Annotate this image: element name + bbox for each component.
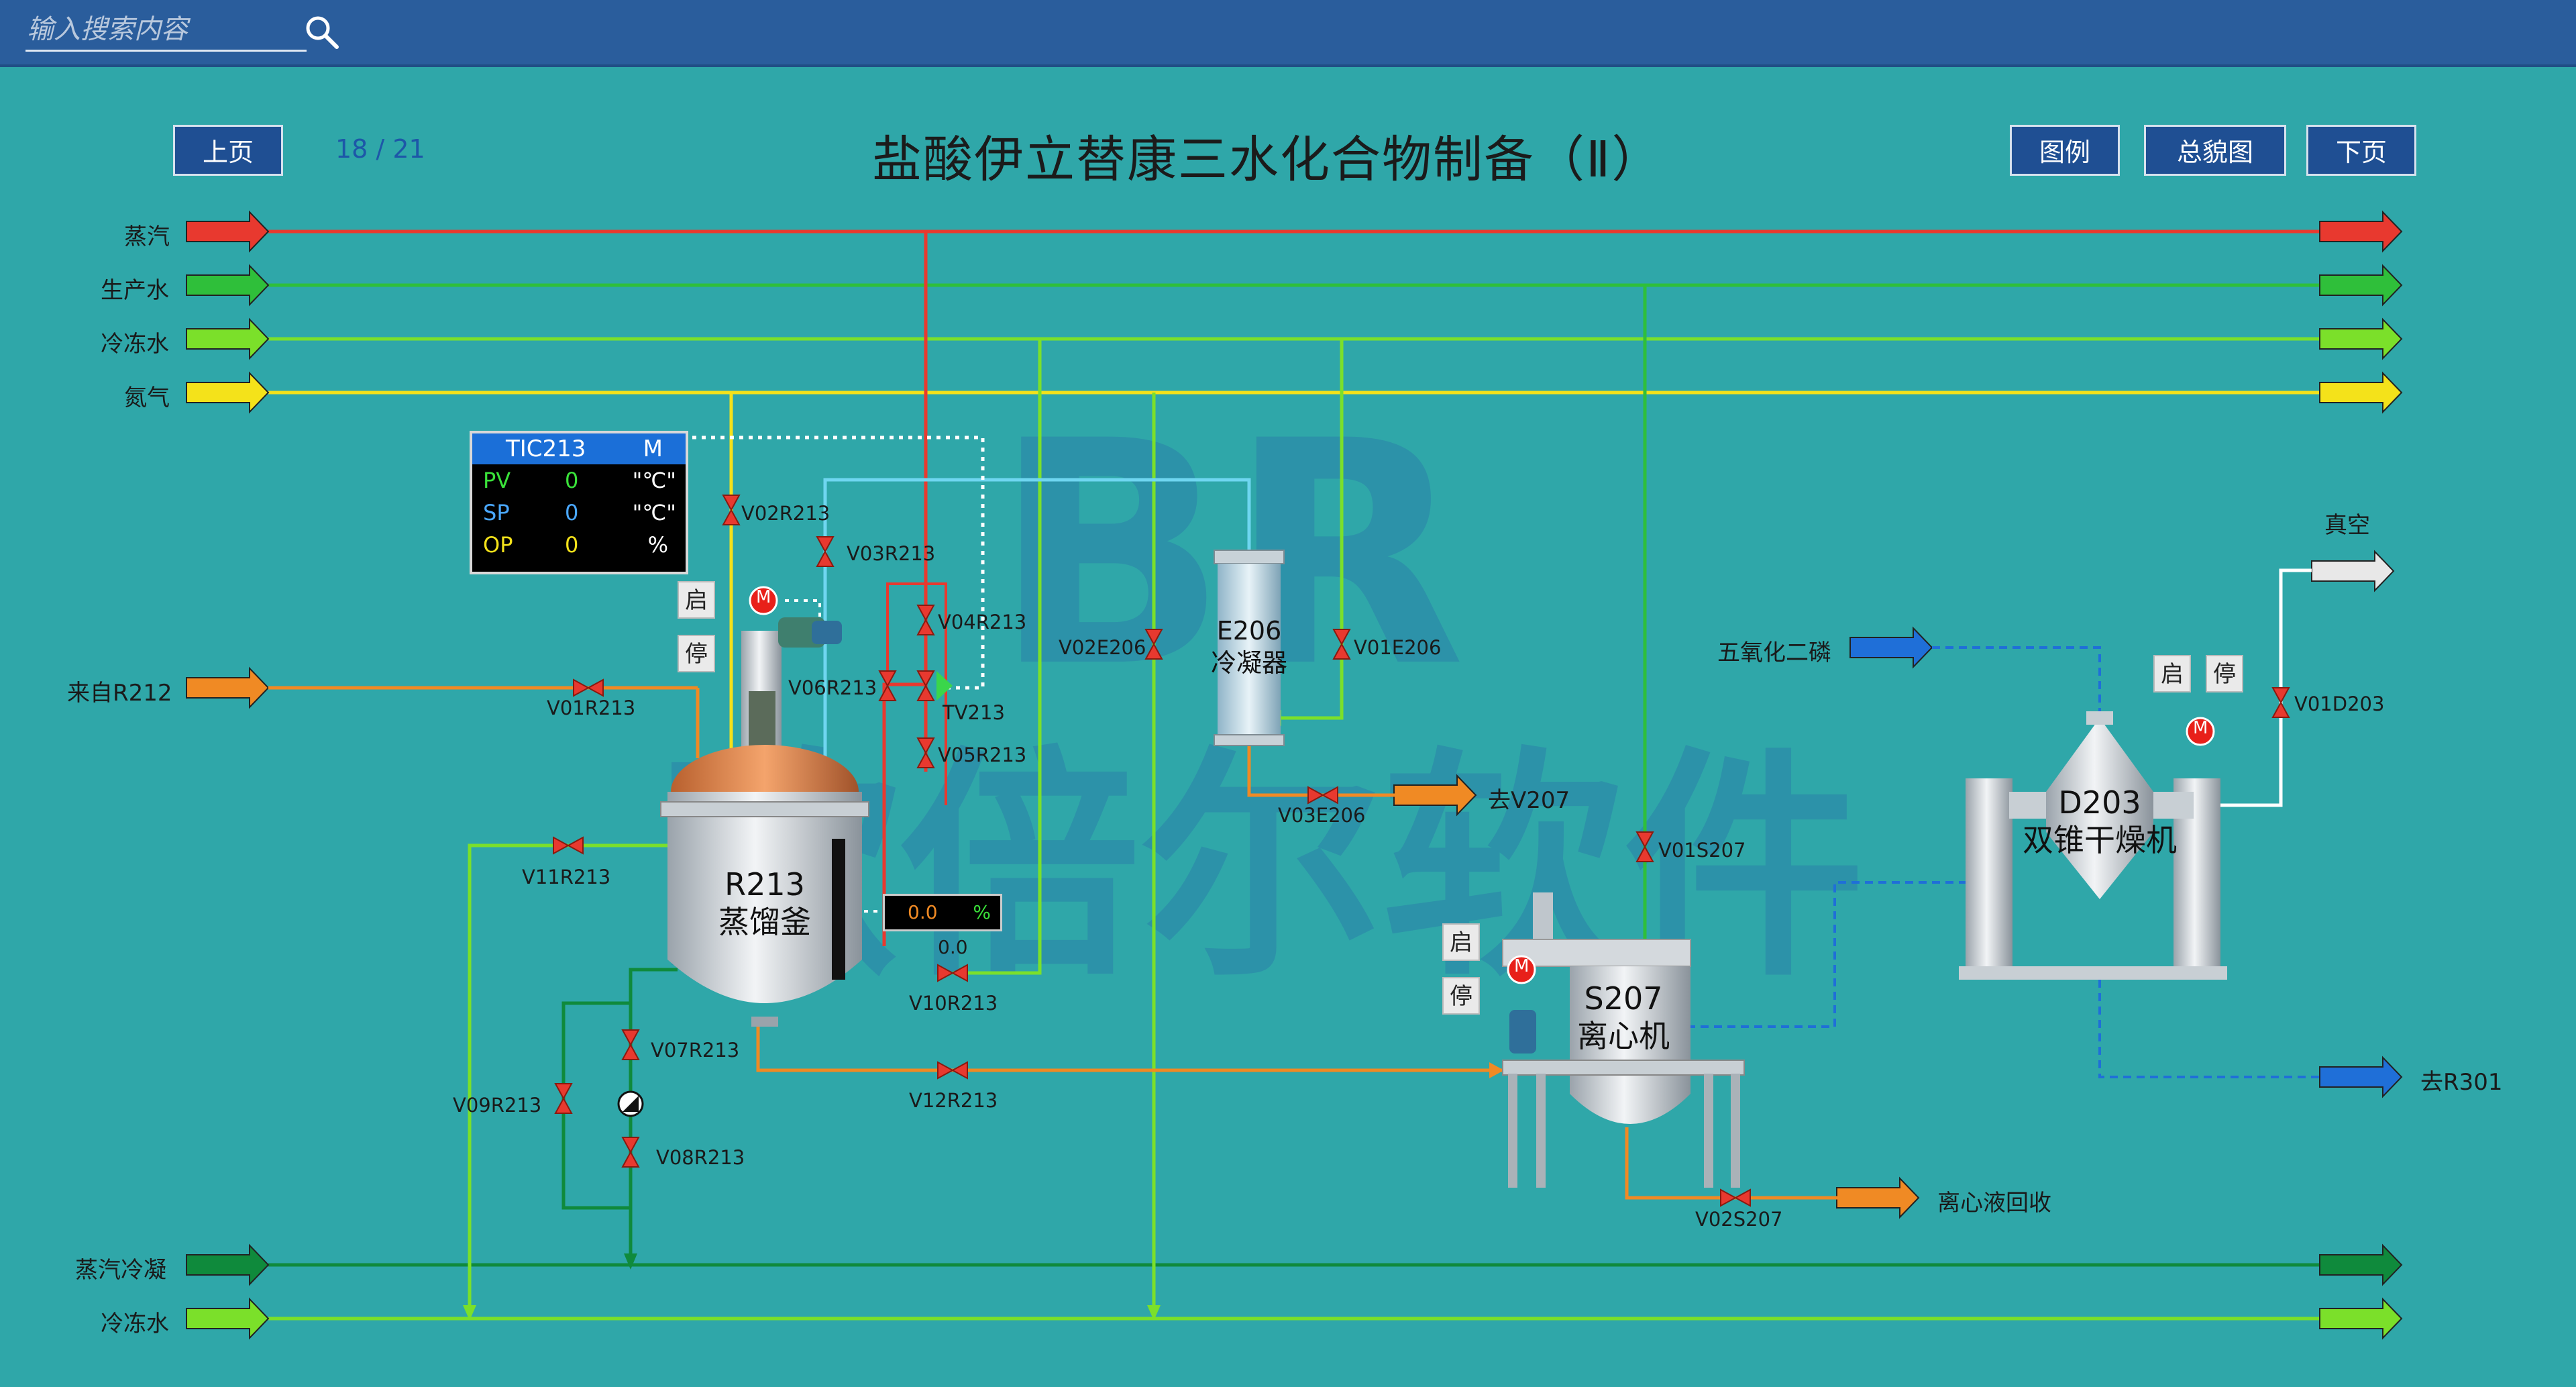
label-vacuum: 真空 bbox=[2324, 512, 2370, 539]
r213-name: 蒸馏釜 bbox=[718, 904, 811, 940]
v04r213-label[interactable]: V04R213 bbox=[938, 611, 1027, 633]
v01d203-label[interactable]: V01D203 bbox=[2294, 692, 2385, 715]
e206-vessel bbox=[1214, 550, 1285, 746]
v05r213-label[interactable]: V05R213 bbox=[938, 743, 1027, 766]
label-chilled-water: 冷冻水 bbox=[101, 331, 169, 358]
r213-level-value: 0.0 bbox=[908, 901, 938, 923]
v10r213-opening: 0.0 bbox=[938, 936, 968, 958]
d203-stop-button[interactable]: 停 bbox=[2206, 655, 2243, 692]
d203-start-button[interactable]: 启 bbox=[2153, 655, 2191, 692]
tic213-pv-unit: "℃" bbox=[632, 468, 676, 493]
label-p2o5: 五氧化二磷 bbox=[1717, 639, 1831, 666]
label-steam: 蒸汽 bbox=[124, 223, 170, 250]
r213-label[interactable]: R213 蒸馏釜 bbox=[704, 866, 825, 941]
v06r213-label[interactable]: V06R213 bbox=[788, 676, 877, 699]
v02e206-label[interactable]: V02E206 bbox=[1059, 636, 1146, 659]
label-chilled-return: 冷冻水 bbox=[101, 1311, 169, 1337]
label-prod-water: 生产水 bbox=[101, 277, 169, 304]
s207-vessel bbox=[1502, 892, 1745, 1188]
label-centrate-recovery: 离心液回收 bbox=[1937, 1190, 2051, 1217]
s207-stop-button[interactable]: 停 bbox=[1442, 977, 1480, 1015]
top-bar bbox=[0, 0, 2576, 67]
v03e206-label[interactable]: V03E206 bbox=[1278, 804, 1366, 827]
v02r213-label[interactable]: V02R213 bbox=[741, 502, 830, 525]
v08r213-label[interactable]: V08R213 bbox=[656, 1146, 745, 1169]
s207-start-button[interactable]: 启 bbox=[1442, 923, 1480, 961]
v09r213-label[interactable]: V09R213 bbox=[453, 1094, 542, 1117]
tic213-faceplate[interactable]: TIC213 M PV 0 "℃" SP 0 "℃" OP 0 % bbox=[470, 431, 688, 574]
d203-id: D203 bbox=[2058, 784, 2141, 821]
v07r213-label[interactable]: V07R213 bbox=[651, 1039, 740, 1062]
overview-button[interactable]: 总貌图 bbox=[2144, 125, 2286, 176]
tic213-op-label: OP bbox=[483, 532, 513, 558]
label-nitrogen: 氮气 bbox=[124, 384, 170, 411]
tic213-sp-unit: "℃" bbox=[632, 500, 676, 525]
e206-id: E206 bbox=[1216, 616, 1282, 646]
v11r213-label[interactable]: V11R213 bbox=[522, 866, 611, 888]
label-to-r301: 去R301 bbox=[2420, 1069, 2503, 1096]
tic213-op-value[interactable]: 0 bbox=[565, 532, 579, 558]
r213-motor-icon: M bbox=[756, 587, 771, 607]
v01r213-label[interactable]: V01R213 bbox=[547, 697, 636, 719]
r213-id: R213 bbox=[724, 866, 805, 903]
tic213-op-unit: % bbox=[647, 532, 668, 558]
tic213-pv-value: 0 bbox=[565, 468, 579, 493]
s207-id: S207 bbox=[1584, 980, 1663, 1017]
s207-motor-icon: M bbox=[1514, 956, 1529, 976]
v01e206-label[interactable]: V01E206 bbox=[1354, 636, 1442, 659]
tic213-sp-label: SP bbox=[483, 500, 510, 525]
page-indicator: 18 / 21 bbox=[335, 134, 425, 164]
d203-name: 双锥干燥机 bbox=[2023, 822, 2177, 858]
d203-motor-icon: M bbox=[2193, 718, 2208, 738]
search-input[interactable] bbox=[25, 9, 307, 52]
legend-button[interactable]: 图例 bbox=[2010, 125, 2120, 176]
next-page-button[interactable]: 下页 bbox=[2306, 125, 2416, 176]
v10r213-label[interactable]: V10R213 bbox=[909, 992, 998, 1015]
page-title: 盐酸伊立替康三水化合物制备（Ⅱ） bbox=[872, 131, 1663, 189]
r213-level-display: 0.0 % bbox=[883, 894, 1002, 931]
e206-label[interactable]: E206 冷凝器 bbox=[1194, 615, 1304, 679]
s207-name: 离心机 bbox=[1577, 1018, 1670, 1054]
tv213-label[interactable]: TV213 bbox=[943, 701, 1005, 724]
d203-vessel bbox=[1959, 711, 2227, 980]
v03r213-label[interactable]: V03R213 bbox=[847, 542, 936, 565]
tic213-sp-value[interactable]: 0 bbox=[565, 500, 579, 525]
r213-level-unit: % bbox=[973, 901, 991, 923]
tic213-pv-label: PV bbox=[483, 468, 511, 493]
r213-stop-button[interactable]: 停 bbox=[678, 635, 715, 672]
search-icon[interactable] bbox=[303, 13, 341, 51]
s207-label[interactable]: S207 离心机 bbox=[1563, 980, 1684, 1055]
v02s207-label[interactable]: V02S207 bbox=[1695, 1208, 1783, 1231]
tic213-tag: TIC213 bbox=[506, 435, 586, 462]
label-from-r212: 来自R212 bbox=[67, 680, 172, 707]
label-steam-condensate: 蒸汽冷凝 bbox=[75, 1257, 166, 1284]
r213-start-button[interactable]: 启 bbox=[678, 581, 715, 619]
r213-vessel bbox=[660, 617, 869, 1027]
e206-name: 冷凝器 bbox=[1210, 648, 1287, 678]
header-arrows bbox=[186, 210, 2403, 1340]
v01s207-label[interactable]: V01S207 bbox=[1658, 839, 1746, 862]
prev-page-button[interactable]: 上页 bbox=[173, 125, 283, 176]
tic213-mode: M bbox=[643, 435, 663, 462]
label-to-v207: 去V207 bbox=[1488, 787, 1570, 814]
v12r213-label[interactable]: V12R213 bbox=[909, 1089, 998, 1112]
d203-label[interactable]: D203 双锥干燥机 bbox=[2006, 784, 2194, 859]
